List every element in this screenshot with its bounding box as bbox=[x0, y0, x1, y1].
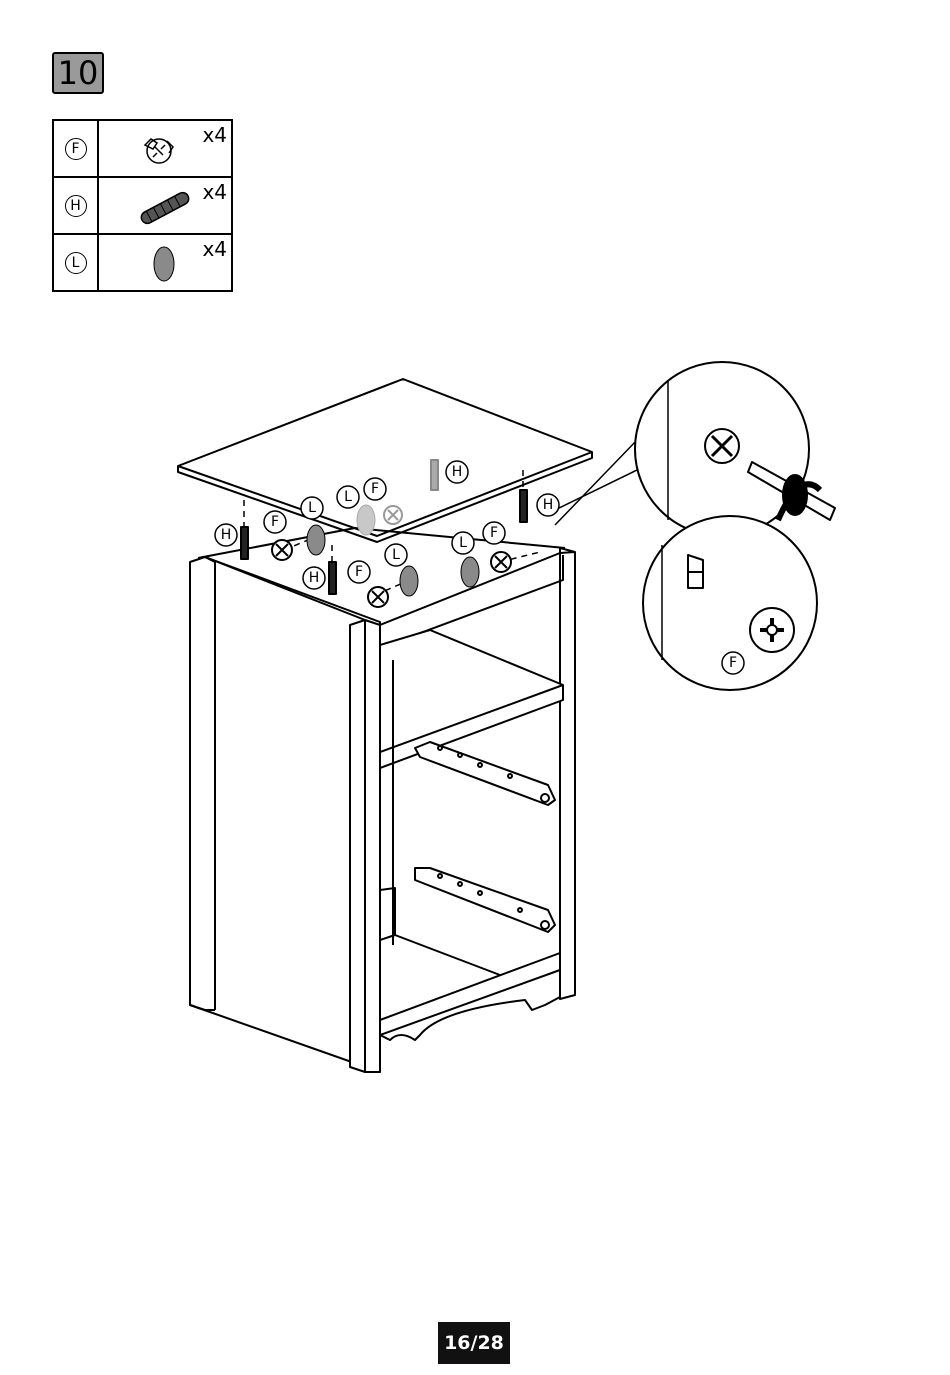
callout-h-3: H bbox=[543, 497, 554, 513]
fixed-shelf bbox=[380, 630, 563, 768]
page-indicator: 16/28 bbox=[438, 1322, 510, 1364]
callout-h-1: H bbox=[221, 527, 232, 543]
callout-l-3: L bbox=[459, 535, 467, 551]
callout-l-1: L bbox=[308, 500, 316, 516]
cap-l-4 bbox=[357, 505, 375, 535]
callout-f-3: F bbox=[490, 525, 498, 541]
callout-l-4: L bbox=[392, 547, 400, 563]
right-side-panel bbox=[560, 548, 575, 999]
cam-lock-4 bbox=[384, 506, 402, 524]
callout-f-detail: F bbox=[729, 655, 737, 671]
drawer-runner-upper bbox=[415, 742, 555, 805]
cam-lock-2 bbox=[368, 587, 388, 607]
callout-f-2: F bbox=[371, 481, 379, 497]
cam-lock-1 bbox=[272, 540, 292, 560]
dowel-h-1 bbox=[241, 527, 248, 559]
cap-l-1 bbox=[307, 525, 325, 555]
detail-screwdriver bbox=[635, 362, 835, 536]
callout-h-2: H bbox=[452, 464, 463, 480]
callout-f-1: F bbox=[271, 514, 279, 530]
cap-l-2 bbox=[400, 566, 418, 596]
callout-h-4: H bbox=[309, 570, 320, 586]
dowel-h-2 bbox=[329, 562, 336, 594]
cam-lock-3 bbox=[491, 552, 511, 572]
dowel-h-4 bbox=[431, 460, 438, 490]
drawer-runner-lower bbox=[415, 868, 555, 932]
dowel-h-3 bbox=[520, 490, 527, 522]
callout-l-2: L bbox=[344, 489, 352, 505]
callout-f-4: F bbox=[355, 564, 363, 580]
cap-l-3 bbox=[461, 557, 479, 587]
bottom-panel bbox=[380, 953, 560, 1035]
